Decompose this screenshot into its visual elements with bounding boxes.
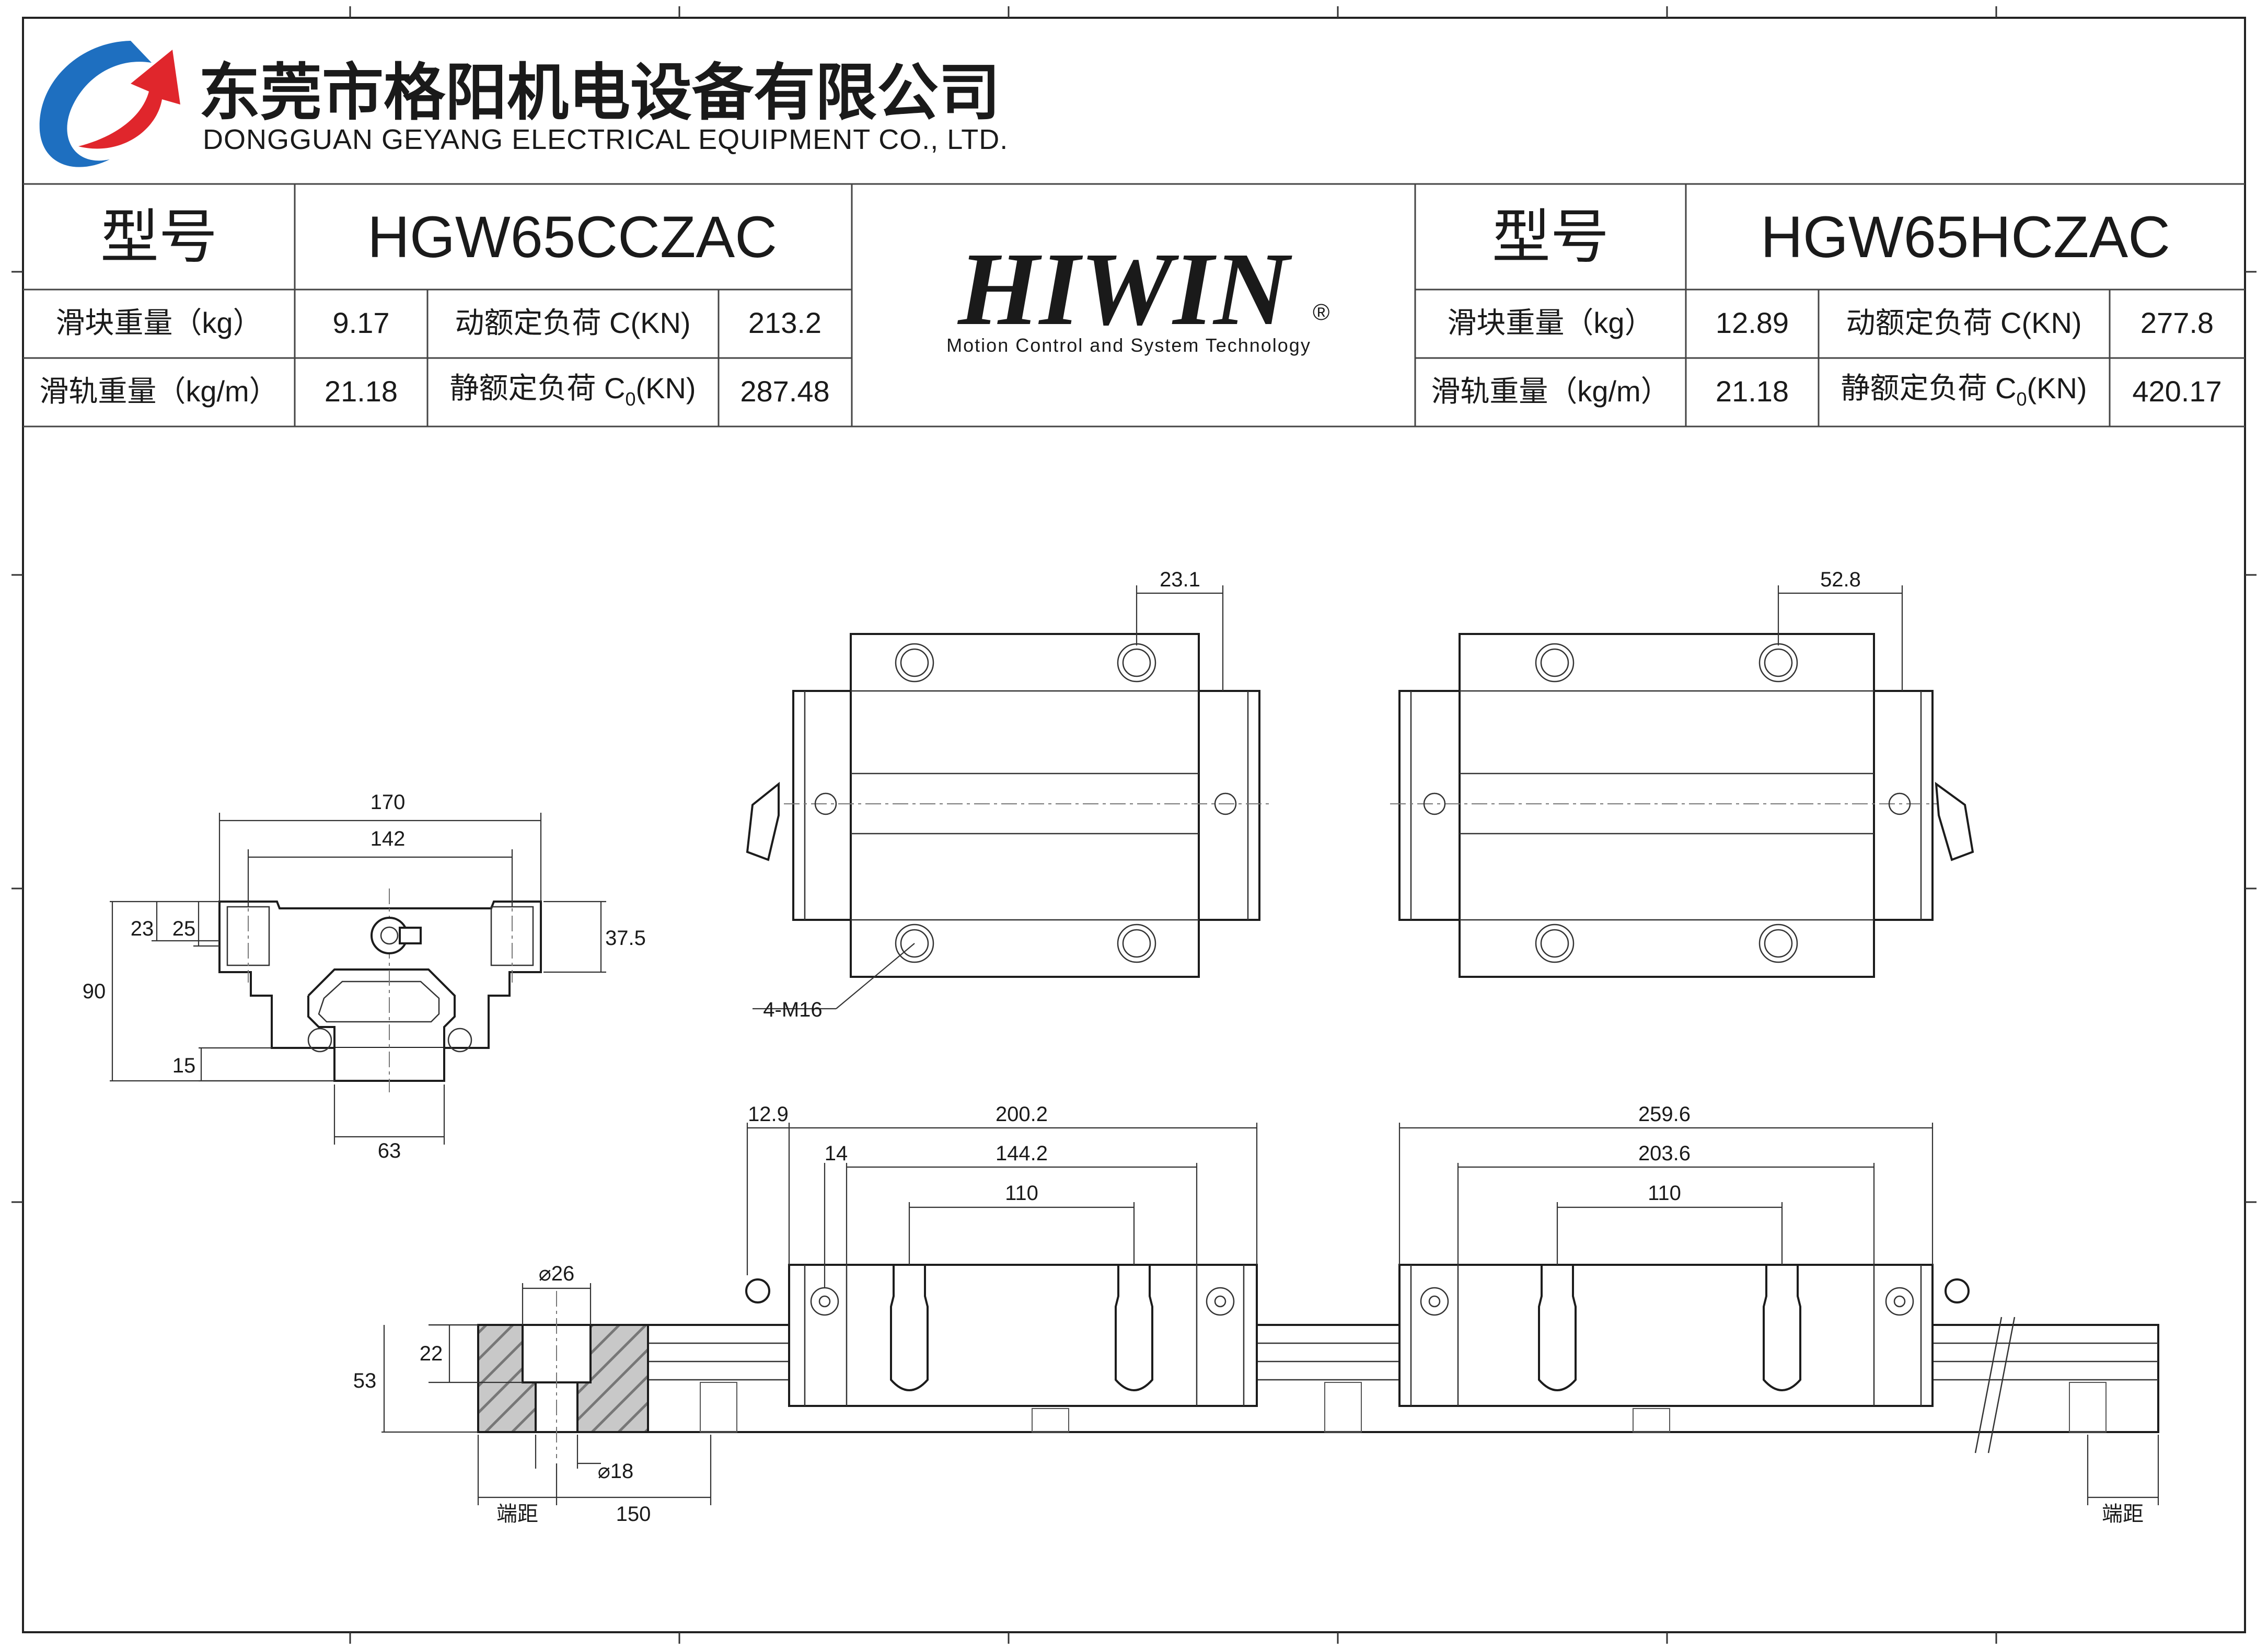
company-name-cn: 东莞市格阳机电设备有限公司 (199, 59, 1000, 128)
left-model-label: 型号 (100, 204, 217, 270)
dim-63: 63 (378, 1139, 401, 1162)
left-rail-weight-label: 滑轨重量（kg/m） (39, 375, 278, 408)
dim-dia-18: ⌀18 (598, 1460, 634, 1483)
dim-dia-26: ⌀26 (539, 1262, 575, 1285)
dim-259-6: 259.6 (1638, 1103, 1691, 1126)
left-static-load-label: 静额定负荷 C0(KN) (449, 372, 696, 410)
border-ticks (11, 6, 2257, 1644)
right-rail-weight-label: 滑轨重量（kg/m） (1431, 375, 1670, 408)
right-model-label: 型号 (1492, 204, 1609, 270)
dim-200-2: 200.2 (996, 1103, 1048, 1126)
registered-mark: ® (1313, 299, 1329, 325)
right-dynamic-load-value: 277.8 (2140, 306, 2214, 339)
dim-4-m16: 4-M16 (763, 998, 822, 1021)
dim-end-distance-right: 端距 (2102, 1503, 2144, 1526)
dim-end-distance-left: 端距 (496, 1503, 538, 1526)
left-rail-weight-value: 21.18 (325, 375, 398, 408)
dim-25: 25 (172, 917, 196, 940)
top-view-right (1390, 585, 1974, 978)
left-slider-weight-label: 滑块重量（kg） (55, 306, 262, 339)
side-view (381, 1123, 2159, 1505)
left-static-load-value: 287.48 (740, 375, 829, 408)
company-logo (39, 41, 180, 167)
sheet-border (22, 17, 2246, 1633)
dim-14: 14 (825, 1142, 848, 1165)
dim-110-right: 110 (1648, 1182, 1681, 1205)
top-view-left (746, 585, 1270, 1010)
dim-23: 23 (131, 917, 154, 940)
dim-150: 150 (616, 1503, 651, 1526)
right-model-number: HGW65HCZAC (1761, 204, 2170, 270)
left-dynamic-load-value: 213.2 (748, 306, 821, 339)
dim-90: 90 (83, 980, 106, 1003)
dim-22: 22 (420, 1342, 443, 1365)
dim-12-9: 12.9 (748, 1103, 789, 1126)
right-slider-weight-label: 滑块重量（kg） (1447, 306, 1653, 339)
front-view (110, 813, 606, 1145)
spec-table-grid (23, 183, 2245, 428)
left-model-number: HGW65CCZAC (367, 204, 777, 270)
dim-52-8: 52.8 (1820, 568, 1861, 591)
dim-53: 53 (353, 1369, 377, 1392)
dim-203-6: 203.6 (1638, 1142, 1691, 1165)
right-dynamic-load-label: 动额定负荷 C(KN) (1846, 306, 2081, 339)
hiwin-tagline: Motion Control and System Technology (946, 334, 1311, 356)
right-slider-weight-value: 12.89 (1716, 306, 1789, 339)
company-name-en: DONGGUAN GEYANG ELECTRICAL EQUIPMENT CO.… (203, 124, 1008, 155)
right-static-load-label: 静额定负荷 C0(KN) (1841, 372, 2087, 410)
left-slider-weight-value: 9.17 (333, 306, 390, 339)
dim-144-2: 144.2 (996, 1142, 1048, 1165)
dim-170: 170 (371, 791, 406, 814)
right-rail-weight-value: 21.18 (1716, 375, 1789, 408)
dim-37-5: 37.5 (605, 927, 646, 950)
dim-110-left: 110 (1005, 1182, 1038, 1205)
dim-142: 142 (371, 827, 406, 850)
dim-15: 15 (172, 1054, 196, 1077)
right-static-load-value: 420.17 (2132, 375, 2221, 408)
hiwin-logo: HIWIN (957, 232, 1292, 347)
left-dynamic-load-label: 动额定负荷 C(KN) (455, 306, 690, 339)
dim-23-1: 23.1 (1160, 568, 1200, 591)
